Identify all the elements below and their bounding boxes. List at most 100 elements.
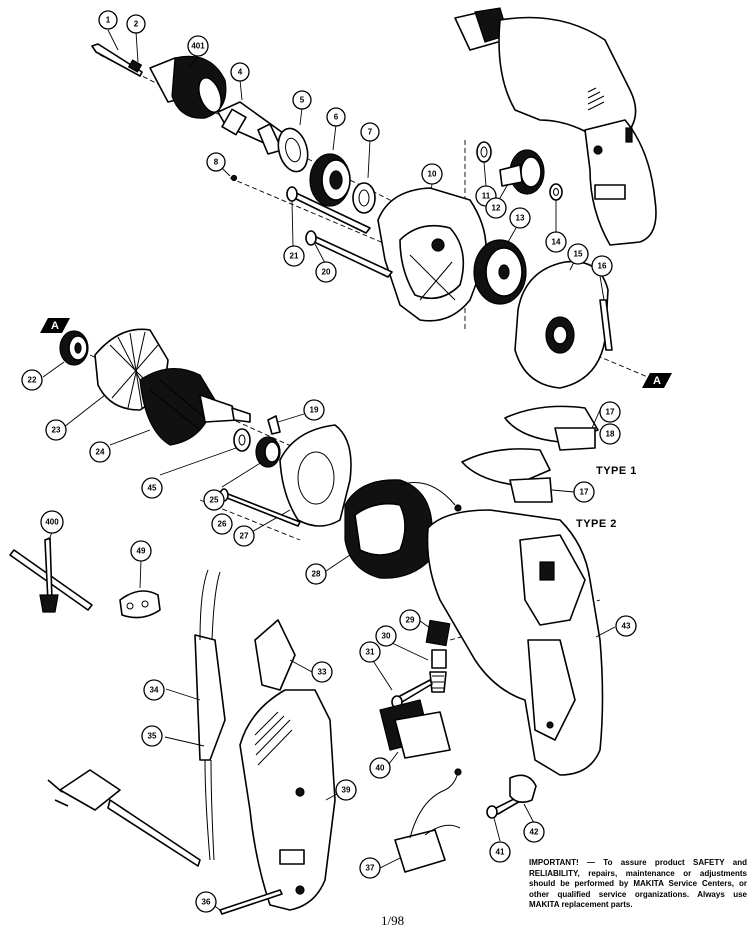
part-sleeve xyxy=(352,139,376,214)
svg-text:A: A xyxy=(653,375,661,387)
part-pinion-gear xyxy=(499,149,545,199)
callout-8: 8 xyxy=(206,152,226,172)
svg-text:14: 14 xyxy=(552,238,561,247)
svg-text:25: 25 xyxy=(210,496,219,505)
callout-41: 41 xyxy=(489,841,511,863)
svg-text:11: 11 xyxy=(482,192,491,201)
svg-text:15: 15 xyxy=(574,250,583,259)
svg-text:A: A xyxy=(51,320,59,332)
important-notice: IMPORTANT! — To assure product SAFETY an… xyxy=(529,858,747,909)
type-1-label: TYPE 1 xyxy=(596,465,637,477)
svg-text:29: 29 xyxy=(406,616,415,625)
svg-text:1: 1 xyxy=(106,16,111,25)
callout-25: 25 xyxy=(203,489,225,511)
callout-4: 4 xyxy=(230,62,250,82)
svg-text:40: 40 xyxy=(376,764,385,773)
part-switch-cover-33 xyxy=(254,619,313,691)
callout-400: 400 xyxy=(40,510,64,534)
svg-text:39: 39 xyxy=(342,786,351,795)
callout-27: 27 xyxy=(233,525,255,547)
callout-14: 14 xyxy=(545,231,567,253)
callout-21: 21 xyxy=(283,245,305,267)
svg-text:5: 5 xyxy=(300,96,305,105)
part-spur-gear xyxy=(473,227,527,305)
svg-text:8: 8 xyxy=(214,158,219,167)
part-drill-chuck xyxy=(149,55,227,119)
svg-text:42: 42 xyxy=(530,828,539,837)
section-marker-a-right: A xyxy=(642,373,672,388)
svg-text:49: 49 xyxy=(137,547,146,556)
svg-text:20: 20 xyxy=(322,268,331,277)
svg-text:10: 10 xyxy=(428,170,437,179)
part-armature xyxy=(109,367,251,446)
part-switch-40 xyxy=(379,699,451,769)
callout-6: 6 xyxy=(326,107,346,127)
part-chuck-key xyxy=(9,531,93,613)
callout-24: 24 xyxy=(89,441,111,463)
svg-text:17: 17 xyxy=(580,488,589,497)
part-spring xyxy=(127,31,143,73)
type-2-label: TYPE 2 xyxy=(576,518,617,530)
callout-36: 36 xyxy=(195,891,217,913)
svg-text:30: 30 xyxy=(382,632,391,641)
callout-42: 42 xyxy=(523,821,545,843)
svg-text:34: 34 xyxy=(150,686,159,695)
part-carbon-brush-holder xyxy=(419,619,451,669)
callout-43: 43 xyxy=(615,615,637,637)
svg-text:7: 7 xyxy=(368,128,373,137)
callout-401: 401 xyxy=(187,35,209,57)
svg-text:33: 33 xyxy=(318,668,327,677)
part-inner-cover xyxy=(514,260,609,389)
svg-text:45: 45 xyxy=(148,484,157,493)
callout-49: 49 xyxy=(130,540,152,562)
part-screw-31 xyxy=(369,655,433,709)
part-switch-lever-type1 xyxy=(504,405,601,451)
part-ball-bearing-22 xyxy=(42,330,89,378)
part-lever-49 xyxy=(119,559,161,619)
svg-text:37: 37 xyxy=(366,864,375,873)
svg-text:6: 6 xyxy=(334,113,339,122)
part-ball-bearing-25 xyxy=(221,436,281,488)
svg-text:35: 35 xyxy=(148,732,157,741)
part-cord-35 xyxy=(164,736,215,861)
assembled-drill-illustration xyxy=(454,7,657,246)
part-gear-housing xyxy=(377,183,487,322)
part-callouts: 1 2 401 4 5 6 7 8 10 11 12 13 14 15 16 1… xyxy=(21,10,637,913)
page-number: 1/98 xyxy=(381,913,405,928)
svg-text:21: 21 xyxy=(290,252,299,261)
svg-text:26: 26 xyxy=(218,520,227,529)
part-rubber-pin-19 xyxy=(267,413,305,435)
callout-40: 40 xyxy=(369,757,391,779)
part-baffle-plate xyxy=(249,424,352,534)
callout-2: 2 xyxy=(126,14,146,34)
part-brush-holder-30 xyxy=(391,642,447,693)
svg-text:16: 16 xyxy=(598,262,607,271)
svg-text:2: 2 xyxy=(134,20,139,29)
svg-text:41: 41 xyxy=(496,848,505,857)
svg-text:31: 31 xyxy=(366,648,375,657)
svg-text:22: 22 xyxy=(28,376,37,385)
part-motor-housing xyxy=(426,509,616,776)
part-switch-lever-type2 xyxy=(461,448,575,503)
callout-20: 20 xyxy=(315,261,337,283)
svg-text:17: 17 xyxy=(606,408,615,417)
svg-text:28: 28 xyxy=(312,570,321,579)
svg-text:4: 4 xyxy=(238,68,243,77)
svg-text:27: 27 xyxy=(240,532,249,541)
part-side-handle-42 xyxy=(509,774,537,824)
svg-text:36: 36 xyxy=(202,898,211,907)
callout-19: 19 xyxy=(303,399,325,421)
part-field-coil xyxy=(325,479,462,579)
svg-text:24: 24 xyxy=(96,448,105,457)
callout-15: 15 xyxy=(567,243,589,265)
part-washer-45 xyxy=(159,428,251,476)
svg-text:13: 13 xyxy=(516,214,525,223)
callout-17-type1: 17 xyxy=(599,401,621,423)
callout-18: 18 xyxy=(599,423,621,445)
callout-17-type2: 17 xyxy=(573,481,595,503)
callout-31: 31 xyxy=(359,641,381,663)
callout-10: 10 xyxy=(421,163,443,185)
part-ring-retainer xyxy=(277,107,309,173)
callout-30: 30 xyxy=(375,625,397,647)
